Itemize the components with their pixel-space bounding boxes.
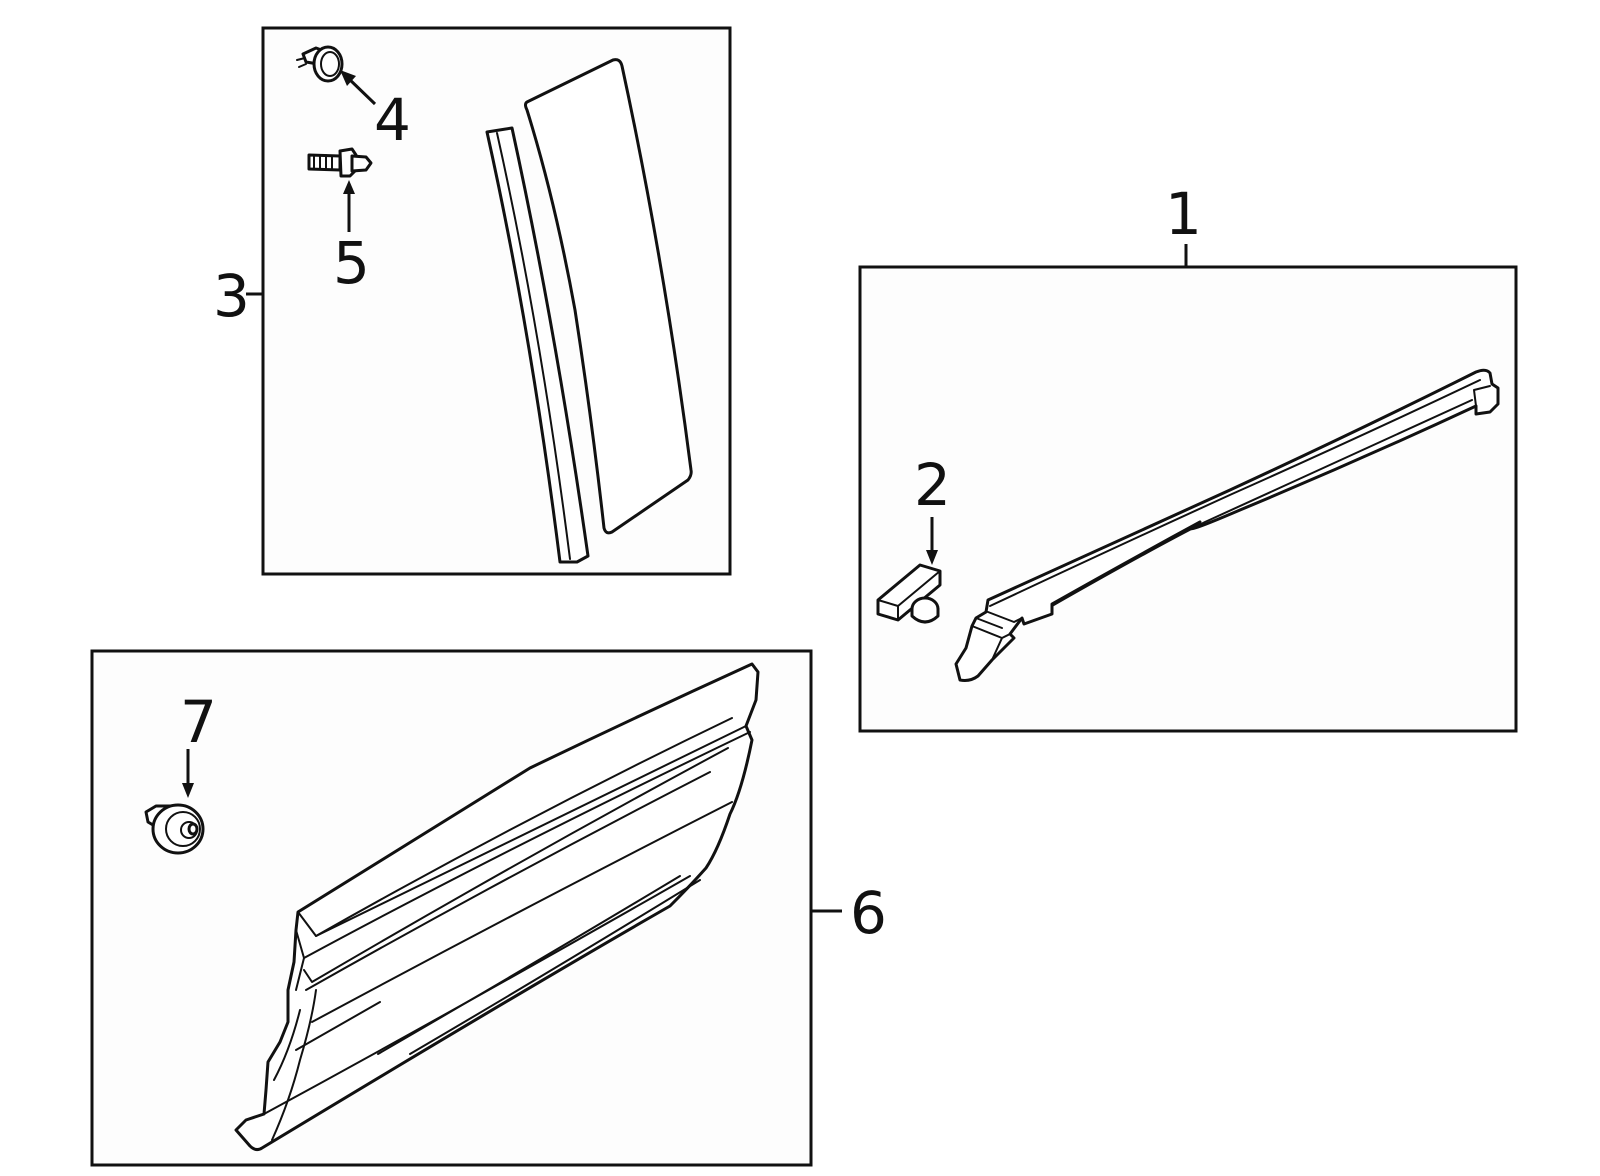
clip-part-7[interactable] [144,803,205,855]
bolt-part-5[interactable] [307,147,373,178]
pillar-applique-panel[interactable] [524,58,693,535]
callout-1: 1 [1165,180,1202,248]
group-1-box: 2 [858,244,1518,733]
callout-4: 4 [374,86,411,154]
callout-2: 2 [914,451,951,519]
leader-arrow-4 [340,70,377,106]
group-6-box: 7 [90,649,813,1167]
callout-7: 7 [180,688,217,756]
leader-arrow-7 [182,749,194,798]
clip-part-4[interactable] [296,45,344,83]
leader-arrow-2 [926,517,938,565]
roof-molding[interactable] [954,368,1500,682]
callout-5: 5 [333,229,370,297]
callout-3: 3 [213,262,250,330]
group-3-box: 4 5 [261,26,732,576]
leader-arrow-5 [343,180,355,232]
callout-6: 6 [850,879,887,947]
pillar-strip[interactable] [485,126,590,564]
clip-part-2[interactable] [876,563,942,624]
door-lower-molding[interactable] [234,662,760,1152]
